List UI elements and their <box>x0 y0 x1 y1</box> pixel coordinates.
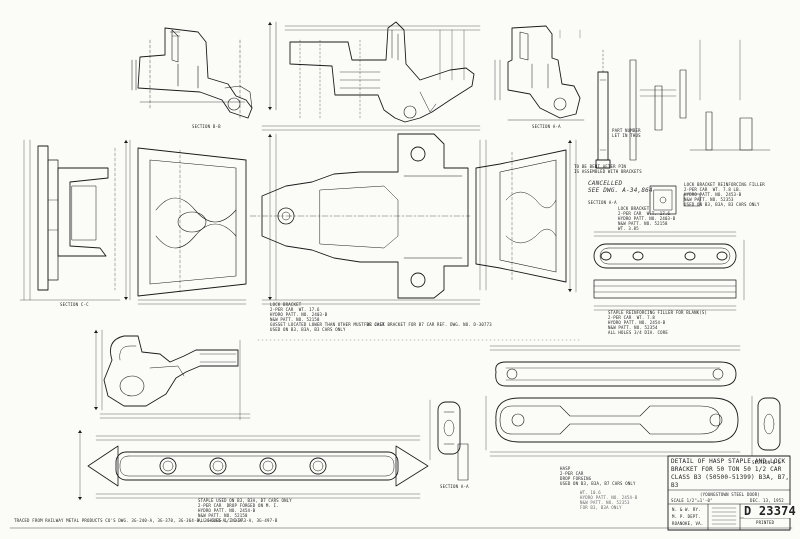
drawing-scale: SCALE 1/2"=1'-0" <box>671 498 713 503</box>
title-line-3: CLASS B3 (50500-51399) B3A, B7, <box>671 474 790 481</box>
section-cc-view <box>19 139 121 301</box>
section-aa-right-label: SECTION A-A <box>588 200 617 205</box>
note-cancelled: CANCELLED SEE DWG. A-34,864 <box>588 180 653 194</box>
title-block <box>667 455 791 531</box>
note-part-number: PART NUMBER LET IN THUS <box>612 128 641 138</box>
staple-hook-view <box>95 329 251 421</box>
note-to-be-bent: TO BE BENT AFTER PIN IS ASSEMBLED WITH B… <box>574 164 642 174</box>
section-cc-label: SECTION C-C <box>60 302 89 307</box>
dimension-arrows <box>78 22 572 500</box>
railway-name: N. & W. RY. <box>672 507 701 512</box>
staple-plan-view <box>79 429 429 501</box>
title-line-1: DETAIL OF HASP STAPLE AND LOCK <box>671 458 786 465</box>
printed-stamp: PRINTED <box>756 520 775 525</box>
section-bb-bottom-label: SECTION B-B <box>752 460 781 465</box>
lock-bracket-front-view <box>125 139 247 305</box>
section-aa-top-view <box>494 25 585 121</box>
hasp-section-bb <box>751 395 781 457</box>
hasp-section-aa <box>429 399 469 481</box>
staple-reinforcing-filler <box>593 231 745 311</box>
lock-bracket-small <box>649 185 701 215</box>
section-bb-top-view <box>131 27 253 121</box>
note-hasp: HASP 2-PER CAR DROP FORGING USED ON B3, … <box>560 466 636 486</box>
section-bb-label: SECTION B-B <box>192 124 221 129</box>
drawing-date: DEC. 13, 1952 <box>750 498 784 503</box>
title-line-4: B3 <box>671 482 679 489</box>
bracket-side-view-top <box>269 21 481 123</box>
bracket-end-view-right <box>475 139 577 293</box>
section-aa-top-label: SECTION A-A <box>532 124 561 129</box>
note-for-jack-bracket: FOR JACK BRACKET FOR B7 CAR REF. DWG. NO… <box>364 322 492 327</box>
section-aa-bottom-label: SECTION A-A <box>440 484 469 489</box>
note-lock-bracket-small: LOCK BRACKET 2-PER CAR W.T. 17.6 HYDRO P… <box>618 206 676 231</box>
note-traced-from: TRACED FROM RAILWAY METAL PRODUCTS CO'S … <box>14 518 278 523</box>
note-lock-bracket-main: LOCK BRACKET 2-PER CAR WT. 17.6 HYDRO PA… <box>270 302 385 332</box>
location: ROANOKE, VA. <box>672 521 704 526</box>
builder-name: (YOUNGSTOWN STEEL DOOR) <box>700 492 760 497</box>
note-staple-filler: STAPLE REINFORCING FILLER FOR BLANK(S) 2… <box>608 310 708 335</box>
note-staple: STAPLE USED ON B3, B3A, B7 CARS ONLY 2-P… <box>198 498 292 523</box>
hasp-plan-view <box>485 395 741 457</box>
hasp-side-view <box>489 345 741 387</box>
drawing-number: D 23374 <box>744 504 796 518</box>
note-hasp-small: WT. 10.6 HYDRO PATT. NO. 2454-B N&W PATT… <box>580 490 638 510</box>
pin-detail <box>595 39 771 169</box>
title-line-2: BRACKET FOR 50 TON 50 1/2 CAR <box>671 466 782 473</box>
note-reinforcing-filler: LOCK BRACKET REINFORCING FILLER 2-PER CA… <box>684 182 765 207</box>
department: M. P. DEPT. <box>672 514 701 519</box>
lock-bracket-plan-view <box>249 125 487 305</box>
